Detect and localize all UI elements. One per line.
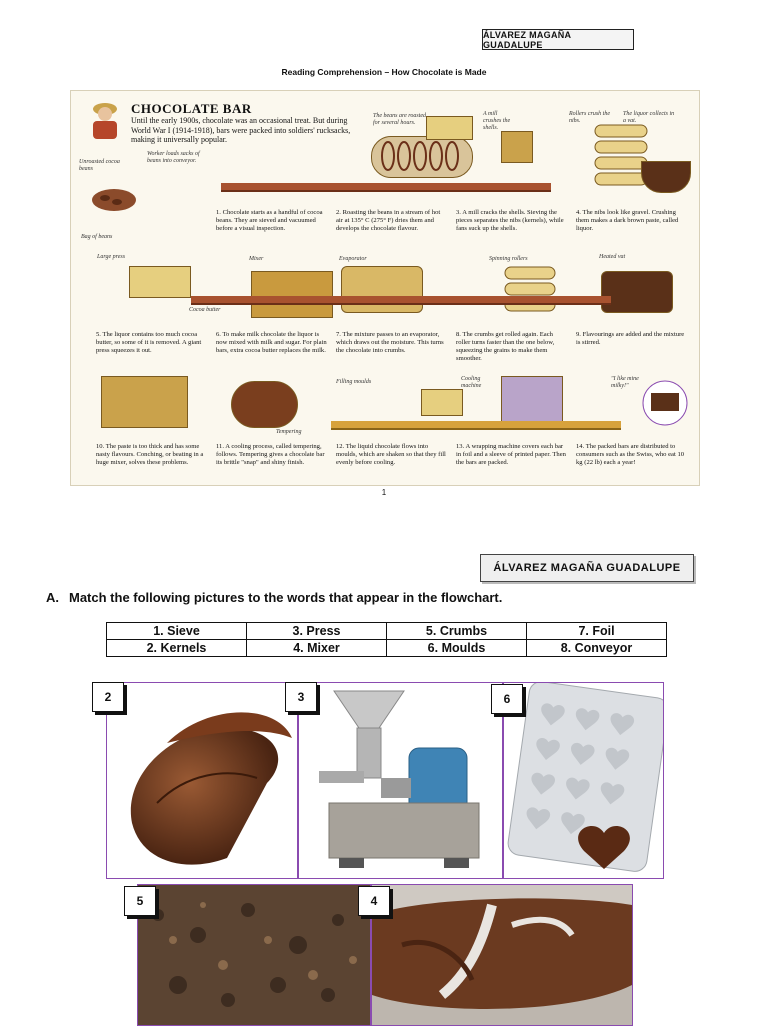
infographic-heading: CHOCOLATE BAR <box>131 101 252 116</box>
caption-tempering: Tempering <box>276 429 302 435</box>
caption-spinning: Spinning rollers <box>489 256 528 262</box>
document-title: Reading Comprehension – How Chocolate is… <box>281 67 487 77</box>
liquor-vat <box>641 161 691 193</box>
infographic-intro: Until the early 1900s, chocolate was an … <box>131 116 351 144</box>
press-machine <box>129 266 191 298</box>
picture-grinder <box>298 682 503 879</box>
step-7: 7. The mixture passes to an evaporator, … <box>336 331 444 354</box>
chocolate-bars-icon <box>642 380 688 426</box>
instruction-text: Match the following pictures to the word… <box>69 590 503 605</box>
wrapping-machine <box>501 376 563 423</box>
conveyor-row-3 <box>331 421 621 430</box>
caption-like-milky: "I like mine milky!" <box>611 376 639 389</box>
step-10: 10. The paste is too thick and has some … <box>96 443 204 466</box>
step-8: 8. The crumbs get rolled again. Each rol… <box>456 331 555 362</box>
picture-number-6: 6 <box>491 684 523 714</box>
step-5: 5. The liquor contains too much cocoa bu… <box>96 331 202 354</box>
picture-number-3: 3 <box>285 682 317 712</box>
word-mixer: 4. Mixer <box>246 639 387 657</box>
grinder-machine-icon <box>319 690 480 868</box>
hopper <box>426 116 473 140</box>
conveyor-row-2 <box>191 296 611 305</box>
step-6: 6. To make milk chocolate the liquor is … <box>216 331 327 354</box>
picture-mixer <box>371 884 633 1026</box>
step-3: 3. A mill cracks the shells. Sieving the… <box>456 209 564 232</box>
caption-rollers: Rollers crush the nibs. <box>569 111 610 124</box>
student-name-box-2: ÁLVAREZ MAGAÑA GUADALUPE <box>480 554 694 582</box>
step-1: 1. Chocolate starts as a handful of coco… <box>216 209 323 232</box>
chocolate-infographic: CHOCOLATE BAR Until the early 1900s, cho… <box>70 90 700 486</box>
page-number: 1 <box>381 488 387 497</box>
student-name-box: ÁLVAREZ MAGAÑA GUADALUPE <box>482 29 634 50</box>
step-11: 11. A cooling process, called tempering,… <box>216 443 325 466</box>
step-12: 12. The liquid chocolate flows into moul… <box>336 443 446 466</box>
picture-mould <box>503 682 664 879</box>
word-crumbs: 5. Crumbs <box>386 622 527 640</box>
tempering-vat <box>231 381 298 428</box>
cocoa-beans-icon <box>92 189 136 211</box>
word-moulds: 6. Moulds <box>386 639 527 657</box>
caption-mixer: Mixer <box>249 256 264 262</box>
mixer-machine <box>251 271 333 318</box>
caption-worker: Worker loads sacks of beans into conveyo… <box>147 151 200 164</box>
crumbs-texture-icon <box>138 885 370 1025</box>
heart-mould-icon <box>507 683 663 872</box>
picture-cocoa-bean <box>106 682 298 879</box>
caption-heated-vat: Heated vat <box>599 254 626 260</box>
word-foil: 7. Foil <box>526 622 667 640</box>
mill-machine <box>501 131 533 163</box>
step-2: 2. Roasting the beans in a stream of hot… <box>336 209 441 232</box>
picture-number-5: 5 <box>124 886 156 916</box>
heated-vat <box>601 271 673 313</box>
cocoa-bean-icon <box>130 712 292 865</box>
step-14: 14. The packed bars are distributed to c… <box>576 443 685 466</box>
step-9: 9. Flavourings are added and the mixture… <box>576 331 685 346</box>
step-4: 4. The nibs look like gravel. Crushing t… <box>576 209 679 232</box>
caption-unroasted: Unroasted cocoa beans <box>79 159 120 172</box>
mixer-bowl-icon <box>372 885 632 1025</box>
caption-cocoa-butter: Cocoa butter <box>189 307 221 313</box>
student-name: ÁLVAREZ MAGAÑA GUADALUPE <box>483 29 572 50</box>
picture-number-2: 2 <box>92 682 124 712</box>
word-conveyor: 8. Conveyor <box>526 639 667 657</box>
caption-bag: Bag of beans <box>81 234 113 240</box>
picture-crumbs <box>137 884 371 1026</box>
cooling-machine <box>421 389 463 416</box>
evaporator-machine <box>341 266 423 313</box>
rollers-icon <box>594 124 648 186</box>
word-sieve: 1. Sieve <box>106 622 247 640</box>
caption-liquor-vat: The liquor collects in a vat. <box>623 111 675 124</box>
step-13: 13. A wrapping machine covers each bar i… <box>456 443 566 466</box>
word-table: 1. Sieve 3. Press 5. Crumbs 7. Foil 2. K… <box>106 622 667 657</box>
worker-illustration-icon <box>93 103 117 139</box>
caption-mill: A mill crushes the shells. <box>483 111 511 131</box>
conveyor-row-1 <box>221 183 551 192</box>
caption-evaporator: Evaporator <box>339 256 367 262</box>
caption-cooling: Cooling machine <box>461 376 482 389</box>
exercise-instruction: A. Match the following pictures to the wo… <box>46 590 706 605</box>
picture-number-4: 4 <box>358 886 390 916</box>
word-kernels: 2. Kernels <box>106 639 247 657</box>
caption-filling: Filling moulds <box>336 379 372 385</box>
instruction-letter: A. <box>46 590 59 605</box>
student-name-2: ÁLVAREZ MAGAÑA GUADALUPE <box>493 562 681 574</box>
spinning-rollers-icon <box>504 266 556 312</box>
conching-mixer <box>101 376 188 428</box>
caption-roasted: The beans are roasted for several hours. <box>373 113 427 126</box>
roaster-coils-icon <box>381 141 459 171</box>
caption-large-press: Large press <box>97 254 126 260</box>
word-press: 3. Press <box>246 622 387 640</box>
